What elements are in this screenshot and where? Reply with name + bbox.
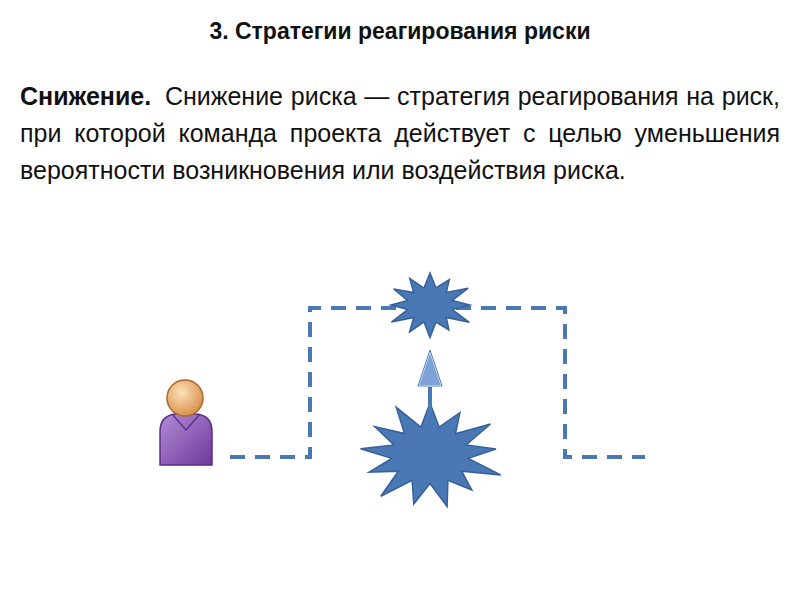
risk-star-large	[361, 403, 501, 507]
person-icon	[160, 380, 212, 465]
arrow-head	[418, 350, 442, 386]
term-heading: Снижение.	[20, 82, 151, 110]
risk-star-small	[391, 273, 470, 338]
definition-paragraph: Снижение.Снижение риска — стратегия реаг…	[20, 78, 780, 189]
slide-title: 3. Стратегии реагирования риски	[0, 18, 800, 45]
arrow-shaft	[428, 384, 432, 412]
